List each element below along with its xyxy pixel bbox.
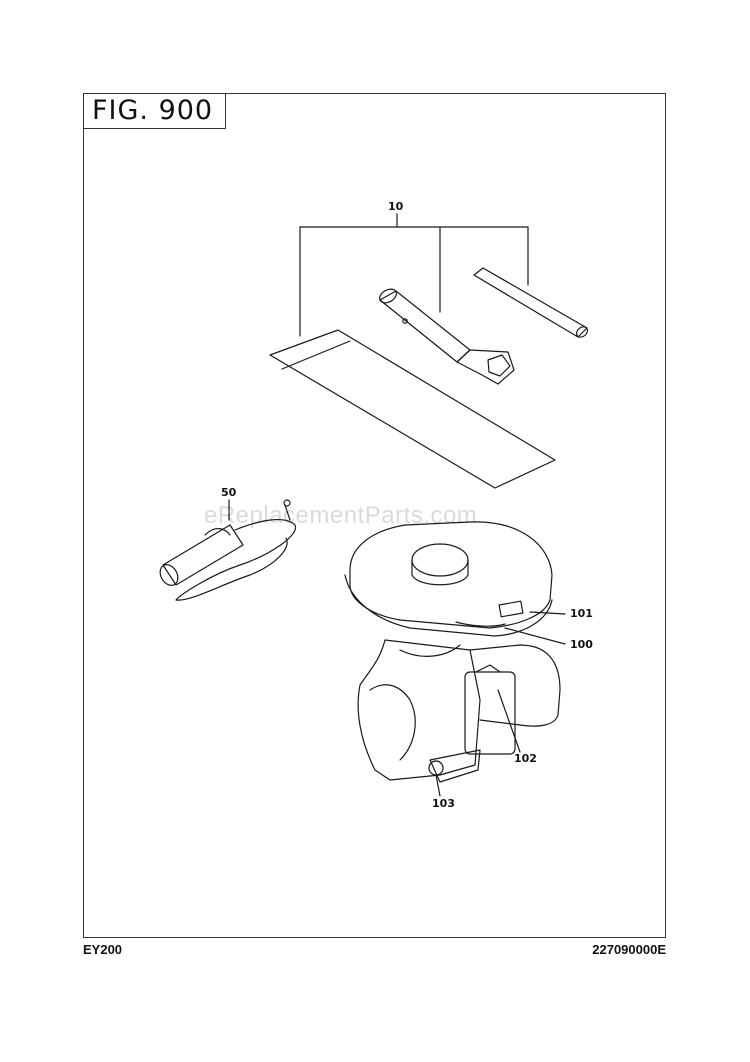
tommy-bar-drawing xyxy=(473,267,589,338)
callout-102: 102 xyxy=(514,752,537,765)
callout-10: 10 xyxy=(388,200,404,213)
diagram-frame xyxy=(83,93,666,938)
engine-body-drawing xyxy=(357,639,561,797)
figure-label-box xyxy=(83,93,226,129)
instruction-sheet-drawing xyxy=(269,329,556,489)
callout-101: 101 xyxy=(570,607,593,620)
spark-plug-cap-drawing xyxy=(159,499,297,601)
callout-50: 50 xyxy=(221,486,237,499)
callout-103: 103 xyxy=(432,797,455,810)
model-number: EY200 xyxy=(83,942,123,957)
fuel-tank-drawing xyxy=(344,521,566,645)
document-number: 227090000E xyxy=(592,942,666,957)
callout-100: 100 xyxy=(570,638,593,651)
figure-label: FIG. 900 xyxy=(92,95,214,126)
tool-set-bracket xyxy=(299,213,529,337)
plug-wrench-drawing xyxy=(379,288,515,385)
